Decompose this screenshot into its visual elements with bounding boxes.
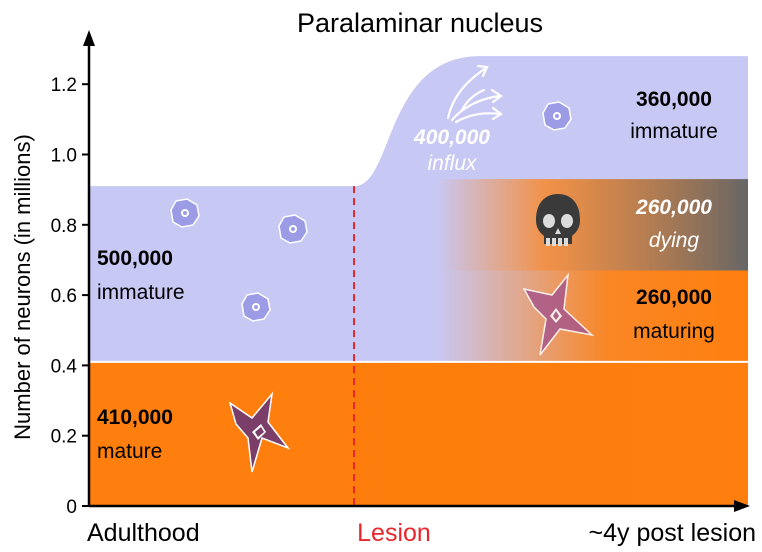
band-dying [436,179,748,271]
influx-label: influx [427,152,478,175]
y-axis-arrow [83,30,95,46]
after-dying-label: dying [649,229,700,252]
maturing-neuron-icon [522,272,595,356]
area-bands [89,56,748,506]
x-label-post-lesion: ~4y post lesion [589,519,756,547]
immature-neuron-icon [542,101,572,131]
after-immature-count: 360,000 [636,88,712,111]
band-maturing [436,270,748,362]
influx-arrows-icon [446,64,503,124]
x-label-adulthood: Adulthood [87,519,200,547]
y-tick-label: 1.0 [51,146,77,167]
mature-neuron-icon [228,391,291,473]
x-axis-arrow [734,500,750,512]
immature-neuron-icon [278,214,308,244]
influx-count: 400,000 [413,126,490,149]
y-axis-label: Number of neurons (in millions) [10,134,35,440]
before-mature-label: mature [97,440,162,463]
before-immature-label: immature [97,281,185,304]
y-tick-label: 0.8 [51,216,77,237]
y-tick-label: 0.6 [51,286,77,307]
band-mature-after [354,361,748,506]
y-tick-label: 1.2 [51,75,77,96]
y-tick-label: 0 [66,497,77,518]
before-immature-count: 500,000 [97,247,173,270]
immature-neuron-icon [170,198,200,228]
y-tick-label: 0.4 [51,356,78,377]
after-immature-label: immature [630,120,718,143]
after-dying-count: 260,000 [635,196,712,219]
chart-title: Paralaminar nucleus [297,8,543,38]
x-label-lesion: Lesion [357,519,431,547]
after-maturing-label: maturing [633,320,715,343]
y-ticks: 0 0.2 0.4 0.6 0.8 1.0 1.2 [51,75,89,518]
y-tick-label: 0.2 [51,427,77,448]
axes: 0 0.2 0.4 0.6 0.8 1.0 1.2 [51,30,750,518]
before-mature-count: 410,000 [97,406,173,429]
after-maturing-count: 260,000 [636,286,712,309]
immature-neuron-icon [241,292,271,322]
skull-icon [536,194,580,246]
